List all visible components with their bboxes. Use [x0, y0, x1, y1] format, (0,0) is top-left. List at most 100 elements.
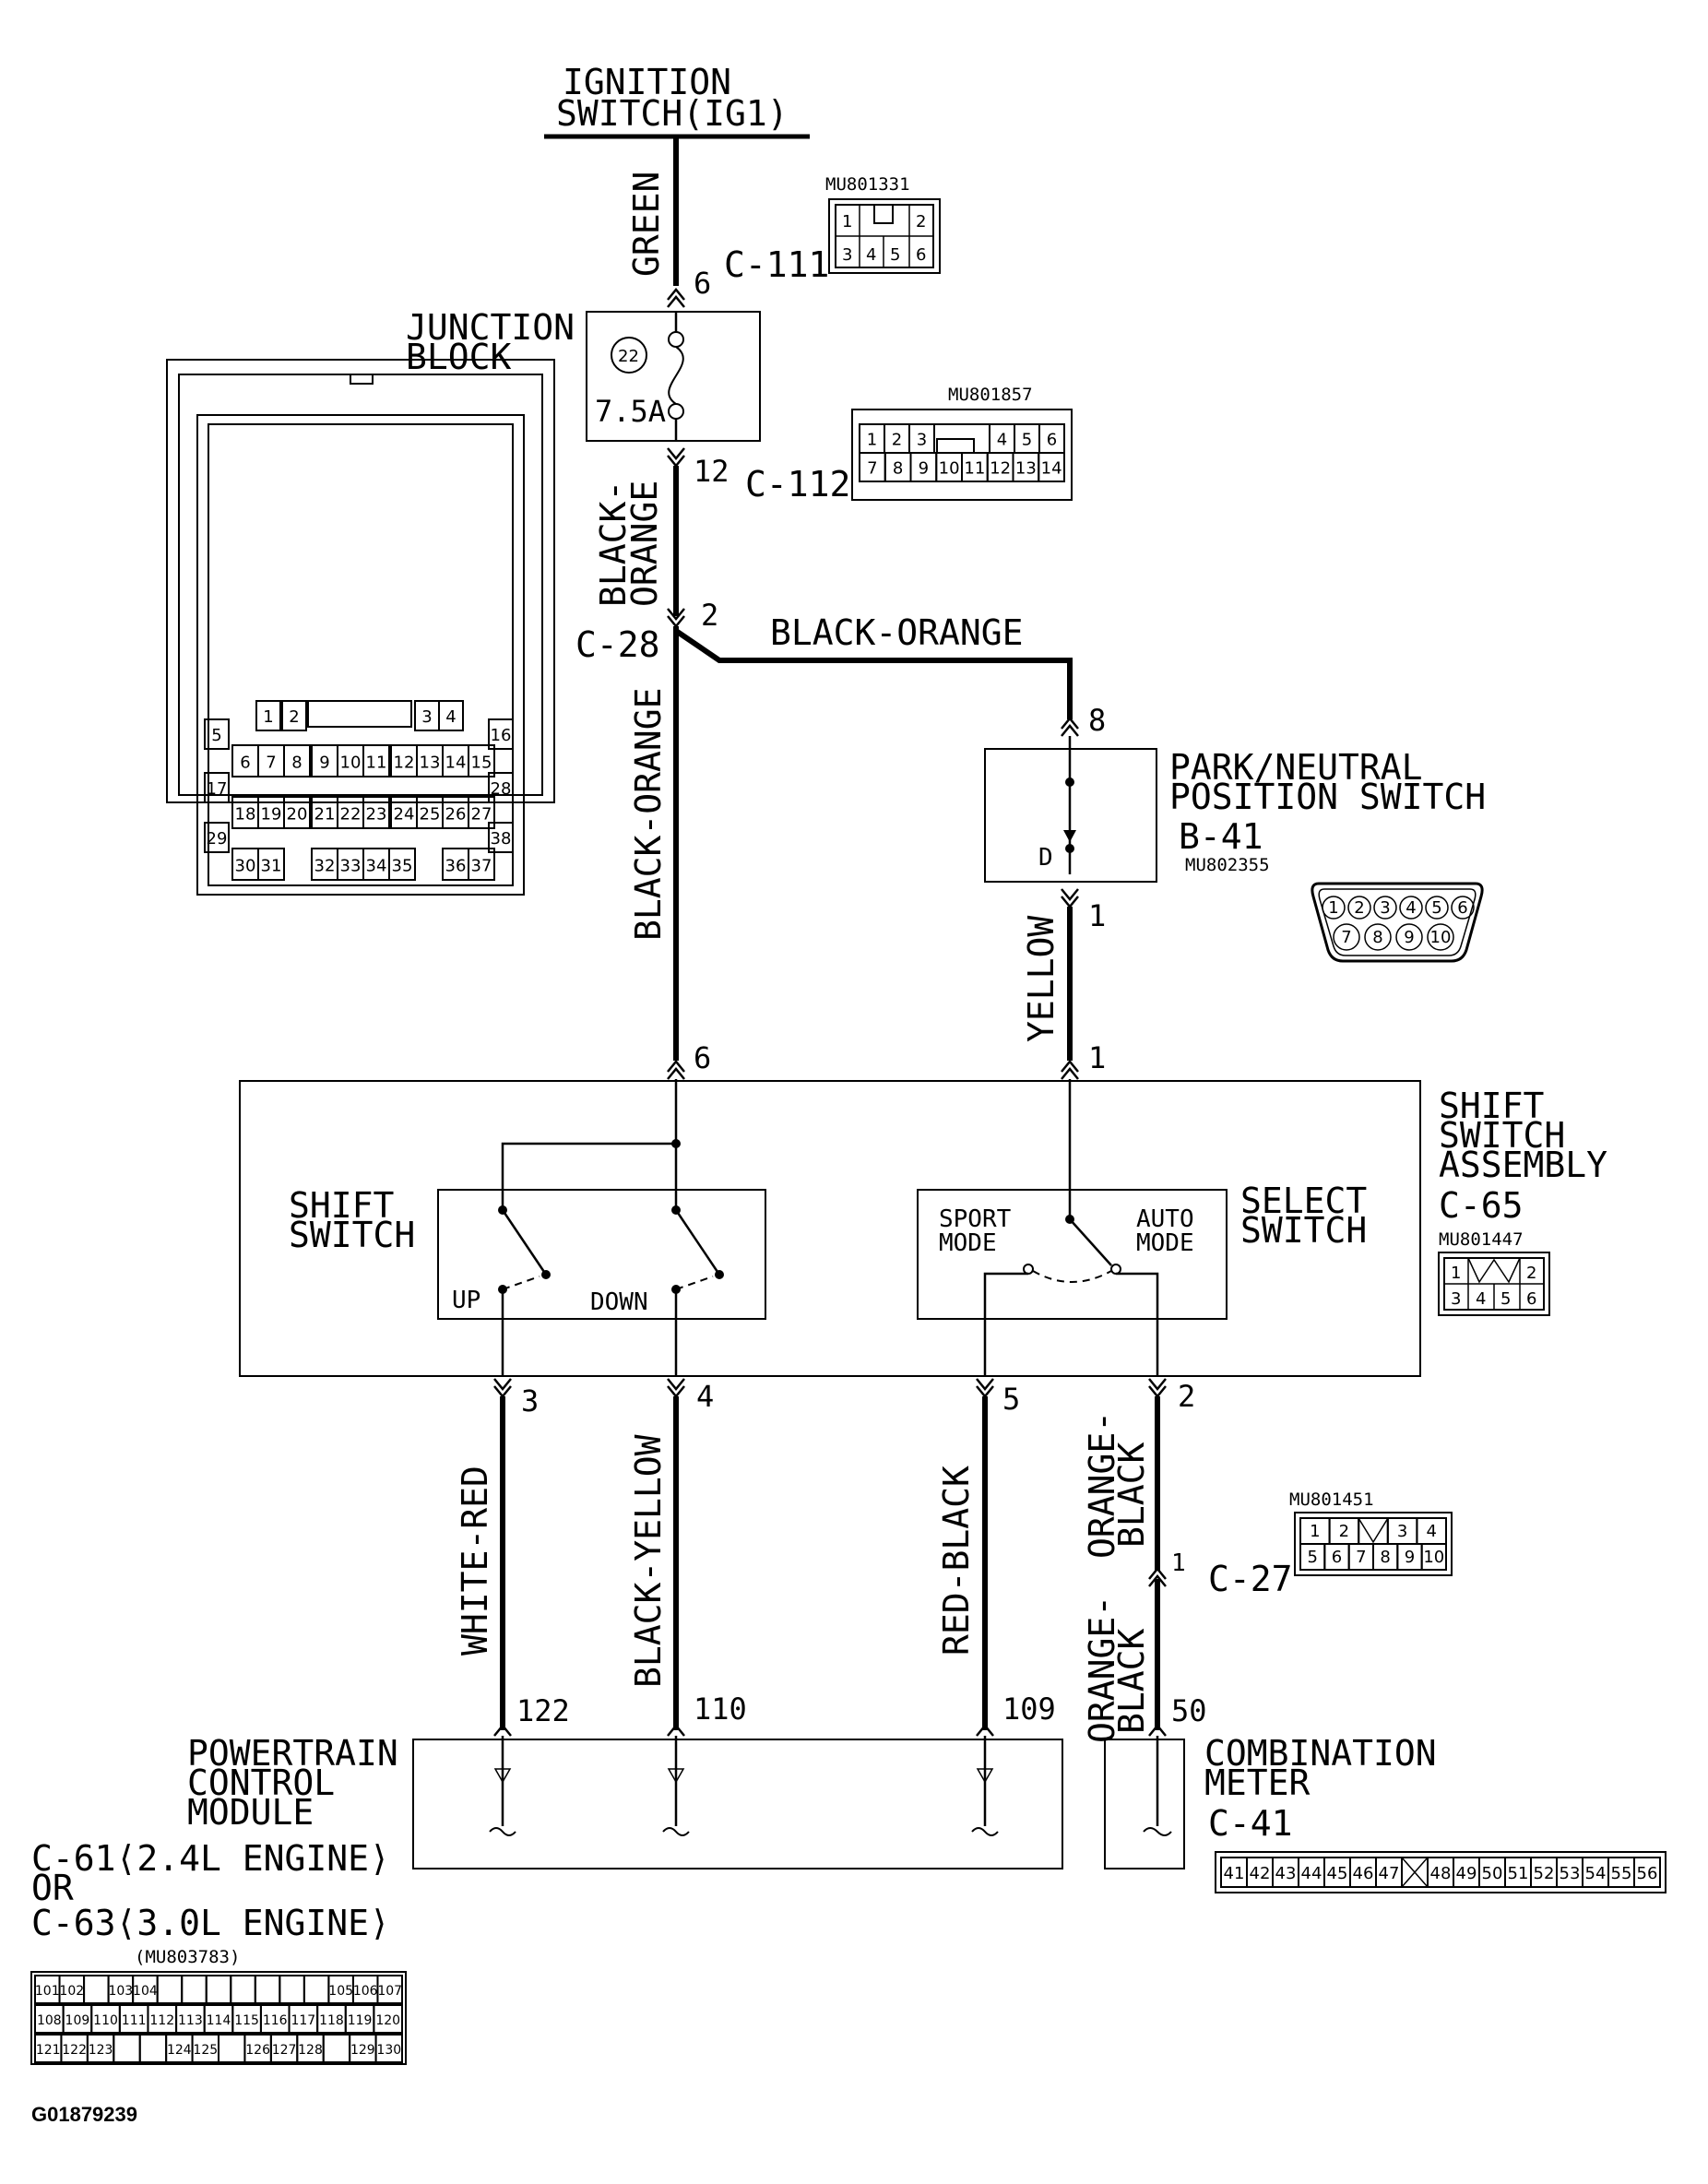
ignition-label-1: IGNITION	[563, 62, 731, 102]
fuse-number: 22	[618, 347, 639, 366]
pin-109: 109	[1002, 1691, 1056, 1727]
pin-number: 54	[1585, 1864, 1607, 1883]
svg-text:4: 4	[866, 245, 876, 265]
pnp-d-label: D	[1038, 844, 1053, 872]
pin-number: 15	[471, 753, 492, 772]
pin-number: 127	[272, 2043, 297, 2058]
pin-number: 13	[420, 753, 441, 772]
pin-number: 114	[207, 2013, 231, 2028]
pin-1-c27: 1	[1171, 1549, 1186, 1577]
pin-cell	[468, 744, 495, 777]
select-switch-label-1: SELECT	[1240, 1181, 1367, 1221]
pin-number: 130	[376, 2043, 401, 2058]
pin-cell	[1322, 896, 1346, 920]
pin-number: 122	[62, 2043, 87, 2058]
pin-number: 128	[298, 2043, 323, 2058]
pin-number: 1	[263, 707, 273, 727]
pin-number: 104	[133, 1984, 158, 1999]
mu801447-label: MU801447	[1439, 1229, 1524, 1250]
pin-1-pnp: 1	[1088, 898, 1106, 933]
mu802355-label: MU802355	[1185, 855, 1270, 875]
pin-number: 10	[939, 458, 960, 478]
pin-cell	[205, 1975, 232, 2004]
ignition-label-2: SWITCH(IG1)	[556, 93, 789, 134]
pin-number: 27	[471, 804, 492, 824]
pin-number: 55	[1611, 1864, 1632, 1883]
pin-1-ssa: 1	[1088, 1040, 1106, 1075]
pin-number: 108	[37, 2013, 62, 2028]
pin-5: 5	[1002, 1382, 1020, 1417]
pin-cell	[438, 700, 464, 731]
pin-number: 49	[1456, 1864, 1477, 1883]
pin-number: 119	[348, 2013, 373, 2028]
pcm-or: OR	[31, 1868, 74, 1908]
mu801857-label: MU801857	[948, 385, 1033, 405]
ssa-id: C-65	[1439, 1185, 1524, 1226]
auto-label-1: AUTO	[1136, 1205, 1194, 1233]
pin-number: 111	[122, 2013, 147, 2028]
white-red-label: WHITE-RED	[455, 1466, 495, 1656]
pin-cell	[1364, 923, 1392, 951]
pin-cell	[254, 1975, 281, 2004]
pin-cell	[362, 796, 390, 829]
connector-mu801331: MU801331 1 2 3 4 5 6	[825, 174, 941, 274]
pcm-label-2: CONTROL	[187, 1763, 335, 1803]
black-orange-label-2: BLACK-ORANGE	[628, 687, 669, 941]
pin-number: 123	[89, 2043, 113, 2058]
pin-number: 116	[263, 2013, 288, 2028]
pin-cell	[138, 2034, 168, 2063]
orange-black-label-a1: ORANGE-	[1082, 1411, 1122, 1559]
pin-number: 4	[1406, 898, 1416, 918]
c27-label: C-27	[1208, 1559, 1293, 1599]
orange-black-label-b1: ORANGE-	[1082, 1596, 1122, 1743]
pin-8: 8	[1088, 703, 1106, 738]
pin-cell	[113, 2034, 141, 2063]
pin-50: 50	[1171, 1693, 1207, 1728]
svg-text:2: 2	[916, 212, 926, 231]
pin-number: 125	[193, 2043, 218, 2058]
pin-number: 2	[289, 707, 299, 727]
pin-number: 32	[314, 856, 336, 875]
sport-label-2: MODE	[939, 1229, 997, 1257]
pin-number: 107	[377, 1984, 402, 1999]
pin-cell	[1427, 923, 1454, 951]
pin-4: 4	[696, 1379, 714, 1414]
meter-id: C-41	[1208, 1803, 1293, 1844]
pin-number: 18	[235, 804, 256, 824]
pin-cell	[283, 796, 311, 829]
sport-label-1: SPORT	[939, 1205, 1012, 1233]
pin-number: 5	[1307, 1548, 1317, 1567]
pin-cell	[488, 718, 514, 750]
pin-12: 12	[694, 454, 729, 489]
pcm-label-3: MODULE	[187, 1792, 314, 1833]
pin-cell	[1038, 452, 1065, 482]
ssa-label-2: SWITCH	[1439, 1115, 1565, 1156]
pin-number: 24	[394, 804, 415, 824]
pin-number: 3	[1380, 898, 1390, 918]
pin-number: 50	[1482, 1864, 1503, 1883]
pin-cell	[1420, 1543, 1447, 1571]
pin-number: 4	[1426, 1522, 1436, 1541]
pin-number: 10	[1423, 1548, 1444, 1567]
shift-switch-label-1: SHIFT	[289, 1185, 394, 1226]
c28-label: C-28	[575, 624, 660, 665]
pin-number: 2	[892, 430, 902, 449]
pin-number: 6	[1457, 898, 1467, 918]
pin-number: 10	[1430, 928, 1452, 947]
pin-number: 8	[1380, 1548, 1390, 1567]
pin-number: 109	[65, 2013, 90, 2028]
pin-number: 38	[491, 829, 512, 849]
pin-cell	[255, 700, 281, 731]
pin-110: 110	[694, 1691, 747, 1727]
shift-down-label: DOWN	[590, 1288, 648, 1316]
orange-black-label-b2: BLACK	[1111, 1628, 1152, 1734]
pin-cell	[230, 1975, 256, 2004]
pin-number: 37	[471, 856, 492, 875]
pin-cell	[468, 796, 495, 829]
pin-number: 48	[1430, 1864, 1452, 1883]
pin-cell	[1399, 896, 1423, 920]
